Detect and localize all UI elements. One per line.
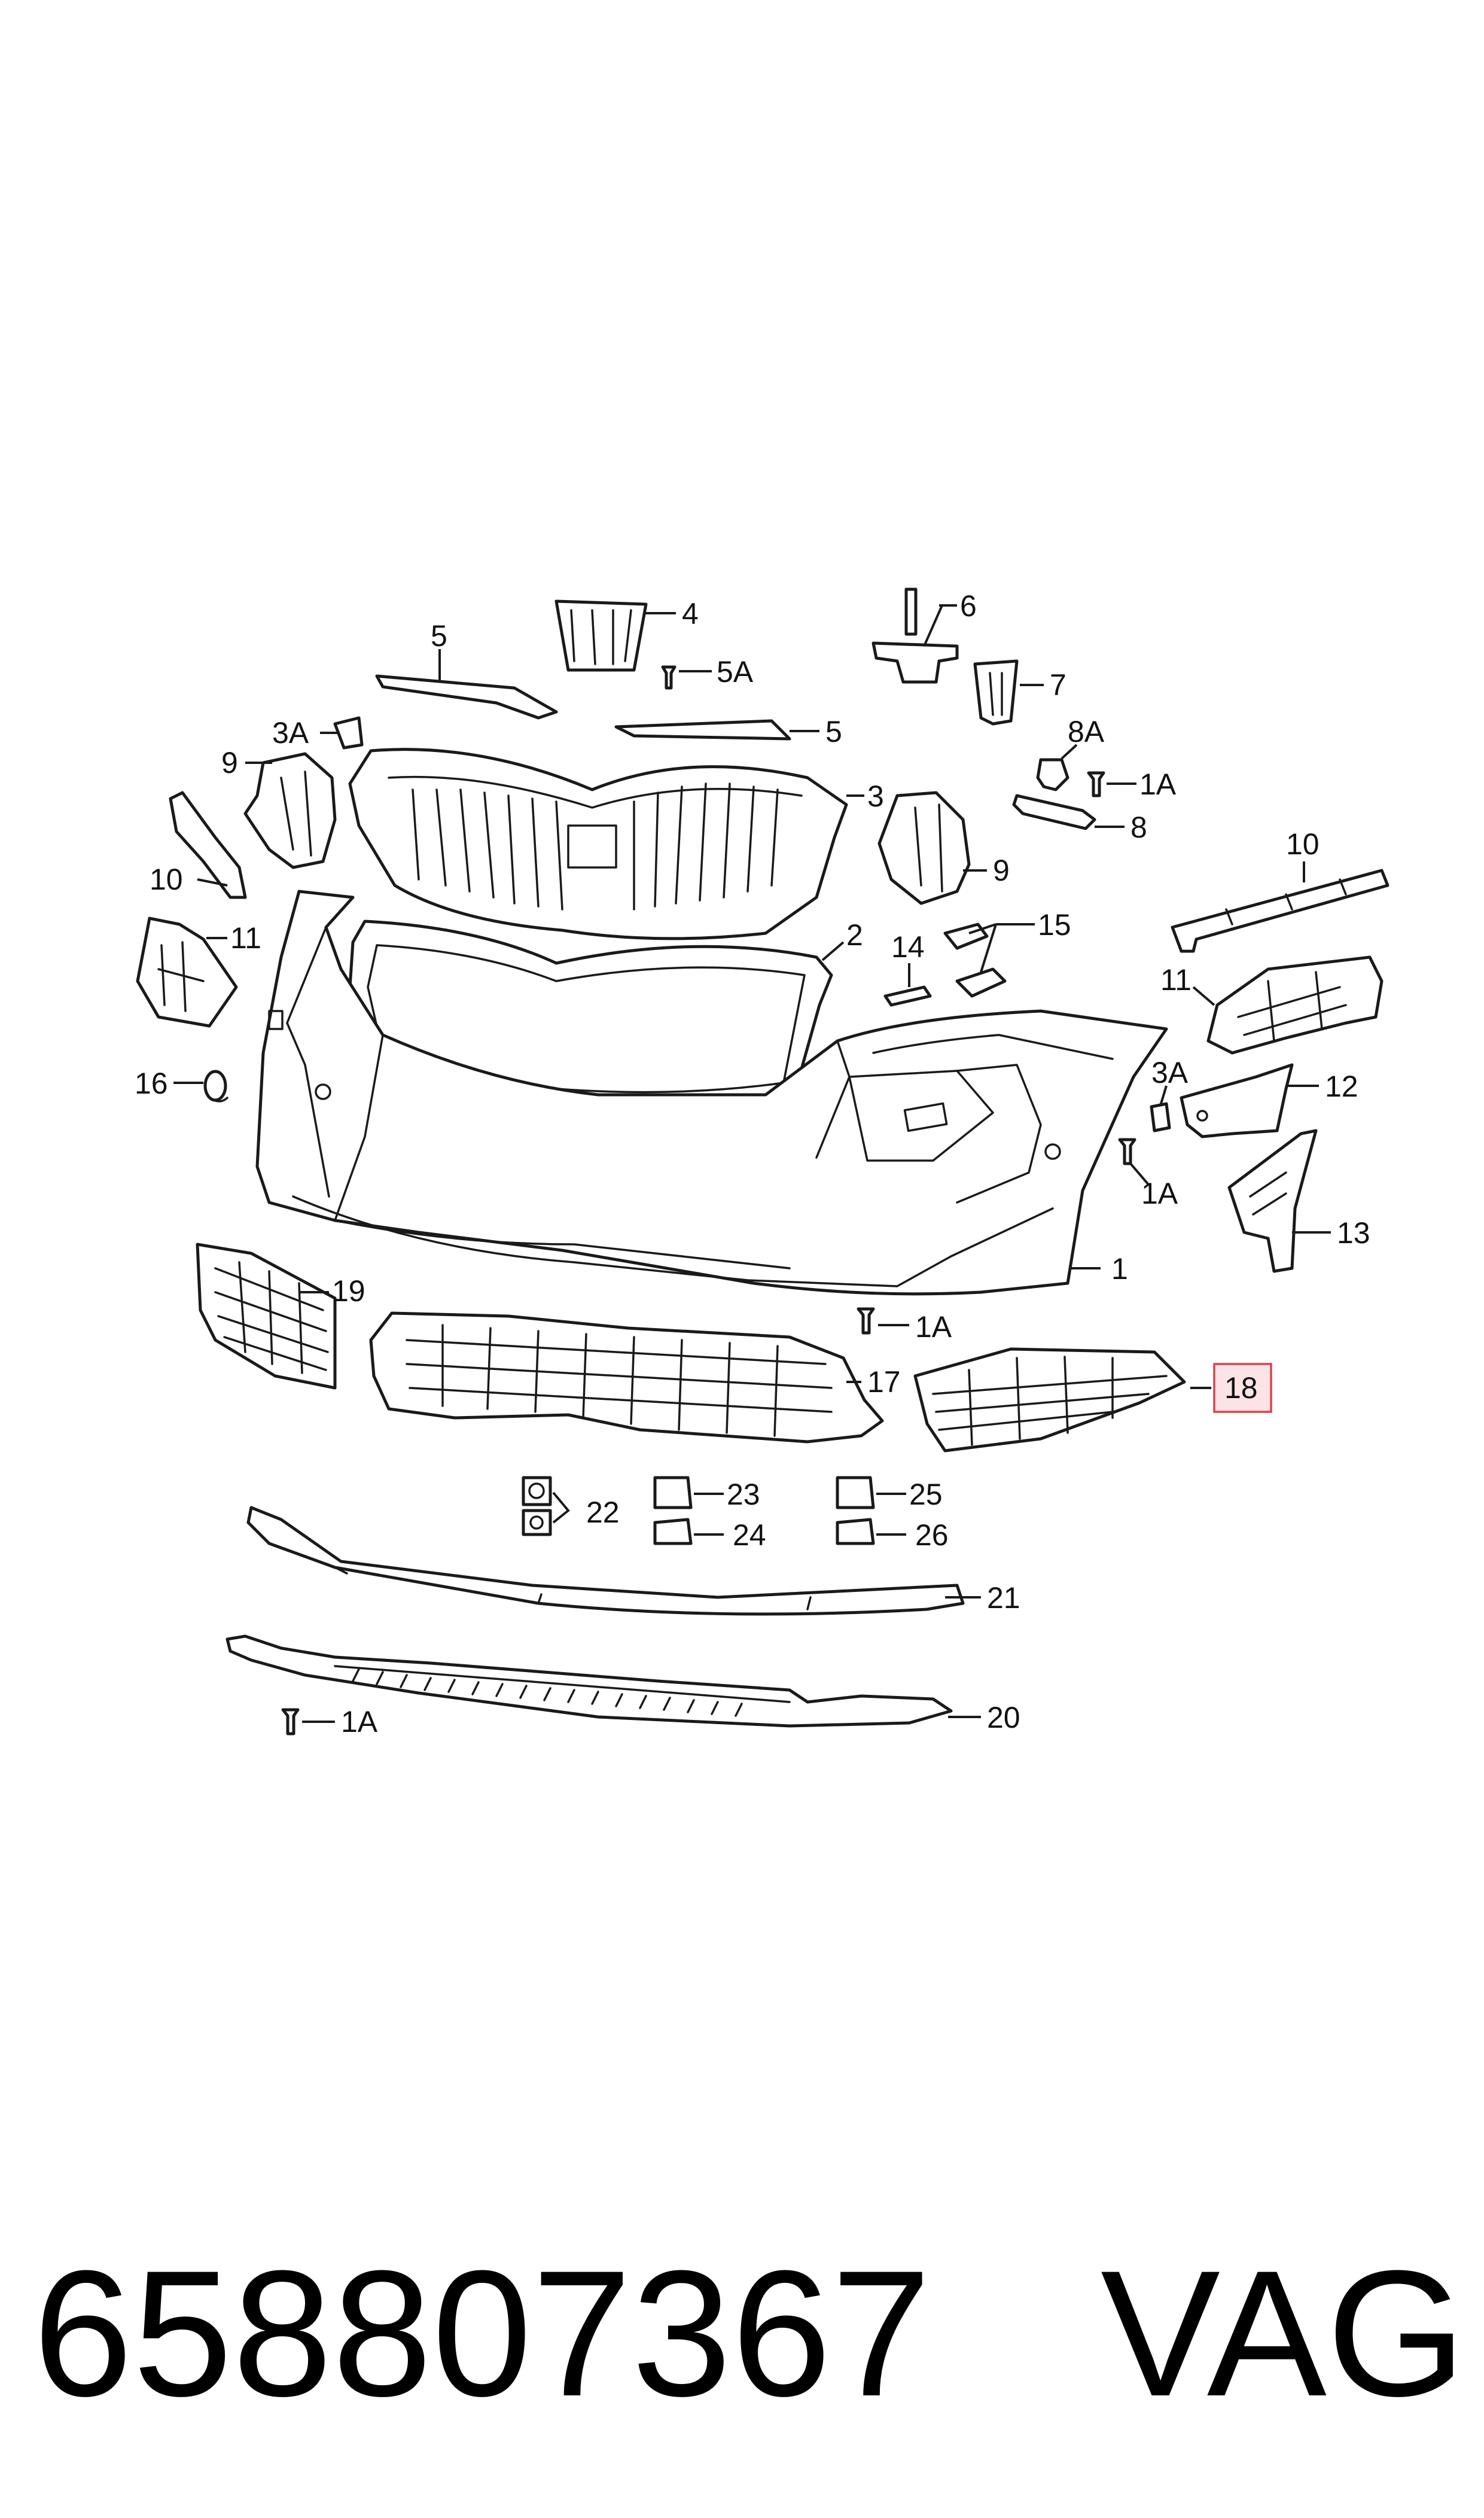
part-info-footer: 658807367 VAG [0, 2213, 1484, 2453]
callout-24: 24 [733, 1518, 766, 1552]
callout-10-left: 10 [150, 863, 183, 896]
callout-20: 20 [987, 1701, 1020, 1734]
callout-1: 1 [1111, 1252, 1128, 1286]
callout-5-mid: 5 [825, 715, 842, 748]
part-10-rail-right [1171, 869, 1389, 953]
callout-1A-right: 1A [1141, 1177, 1178, 1210]
part-5A-screw [661, 665, 677, 690]
callout-16: 16 [135, 1067, 168, 1100]
part-26-clip [836, 1518, 875, 1545]
part-8A-nut [1036, 758, 1069, 791]
part-24-clip [653, 1518, 693, 1545]
part-3A-clip-right [1150, 1102, 1171, 1132]
part-9-guide-right [877, 791, 971, 905]
callout-10-right: 10 [1286, 827, 1320, 861]
callout-5A: 5A [717, 655, 754, 689]
part-1A-screw-top [1087, 771, 1105, 797]
part-12-mounting-bracket [1180, 1063, 1294, 1138]
part-17-lower-grille [369, 1311, 884, 1444]
part-7-clip [973, 659, 1019, 726]
part-15-tow-cover [943, 922, 1007, 998]
callout-17: 17 [867, 1365, 901, 1399]
callout-7: 7 [1050, 668, 1066, 702]
part-1A-screw-mid [857, 1307, 875, 1335]
part-10-rail-left [169, 791, 247, 899]
callout-18-highlight [1213, 1363, 1272, 1413]
callout-5-top: 5 [431, 619, 447, 653]
part-23-clip [653, 1476, 693, 1509]
callout-23: 23 [727, 1478, 760, 1511]
part-11-bracket-right [1206, 955, 1384, 1055]
part-13-side-guide [1227, 1129, 1318, 1273]
part-18-fog-grille-right [913, 1347, 1186, 1453]
part-14-cover [883, 985, 932, 1007]
part-1A-screw-bottom [281, 1708, 300, 1735]
callout-12: 12 [1325, 1070, 1358, 1103]
callout-8A: 8A [1068, 715, 1105, 748]
callout-1A-mid: 1A [915, 1310, 952, 1344]
part-20-underbody-guard [226, 1634, 953, 1728]
callout-1A-top: 1A [1139, 768, 1177, 801]
part-8-bracket [1012, 794, 1096, 830]
callout-9-left: 9 [221, 746, 238, 780]
callout-22: 22 [586, 1496, 620, 1529]
callout-19: 19 [332, 1274, 365, 1308]
callout-14: 14 [891, 930, 925, 964]
callout-3A-left: 3A [272, 716, 309, 750]
callout-25: 25 [909, 1478, 943, 1511]
part-6-latch-bracket [871, 587, 959, 684]
part-5-trim-strip-left [375, 674, 558, 720]
callout-11-left: 11 [230, 921, 261, 955]
part-19-fog-grille-left [196, 1243, 337, 1390]
part-1A-screw-right [1118, 1138, 1136, 1165]
part-number: 658807367 [33, 2233, 931, 2434]
part-1-bumper-cover [255, 890, 1168, 1296]
part-5-trim-strip-center [614, 719, 791, 741]
part-11-bracket-left [136, 917, 238, 1028]
callout-13: 13 [1337, 1216, 1370, 1250]
part-16-sensor-ring [203, 1070, 228, 1103]
part-4-grille-insert [554, 599, 648, 672]
part-22-plugs [522, 1476, 552, 1536]
part-25-clip [836, 1476, 875, 1509]
brand-name: VAG [1101, 2233, 1467, 2434]
part-9-guide-left [243, 752, 337, 869]
callout-11-right: 11 [1160, 963, 1192, 997]
part-3-radiator-grille [348, 748, 848, 940]
callout-1A-bottom: 1A [341, 1705, 378, 1738]
callout-8: 8 [1130, 811, 1147, 844]
callout-15: 15 [1038, 908, 1071, 942]
callout-4: 4 [682, 597, 699, 631]
callout-9-right: 9 [993, 854, 1010, 887]
part-3A-clip-left [333, 716, 364, 750]
callout-26: 26 [915, 1518, 949, 1552]
callout-3: 3 [867, 780, 884, 813]
callout-2: 2 [846, 918, 863, 952]
callout-21: 21 [987, 1581, 1020, 1615]
callout-6: 6 [960, 589, 977, 623]
callout-3A-right: 3A [1151, 1056, 1189, 1089]
callout-18: 18 [1224, 1371, 1258, 1405]
